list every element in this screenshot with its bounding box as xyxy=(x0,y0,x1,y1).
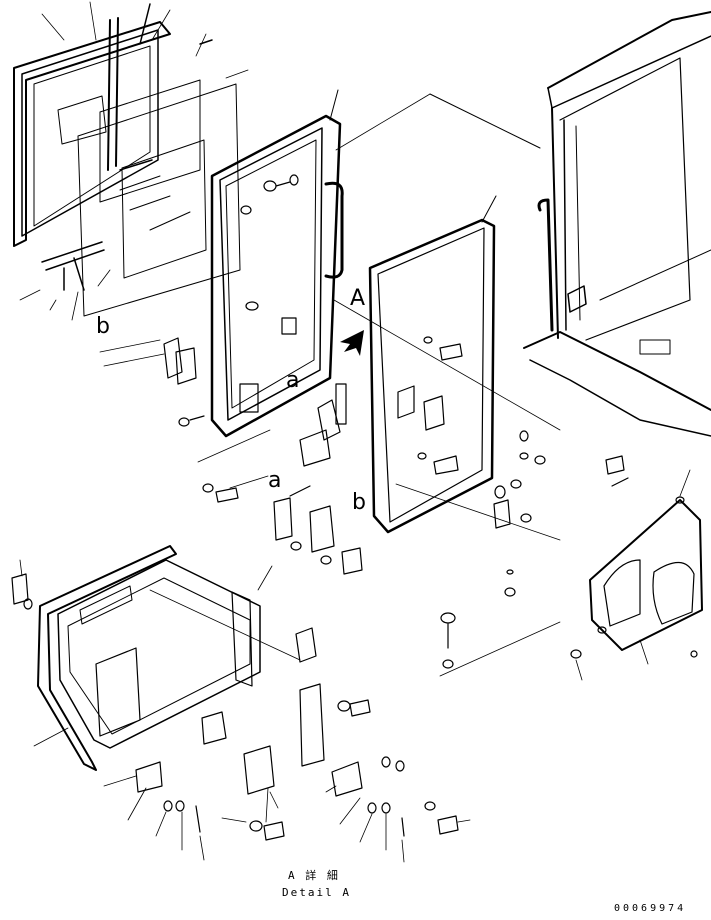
step-cover xyxy=(570,499,703,659)
door-bolts xyxy=(240,174,299,311)
caption-english: Detail A xyxy=(282,886,351,899)
view-a-callout-upper: a xyxy=(268,468,282,493)
glass-panels xyxy=(57,79,241,317)
door-hinges xyxy=(239,317,347,467)
right-fasteners xyxy=(440,430,685,669)
view-b-callout: b xyxy=(352,490,366,515)
mid-fasteners xyxy=(163,337,363,575)
main-door xyxy=(210,89,344,438)
view-a-callout-lower: a xyxy=(286,368,300,393)
detail-a-callout: A xyxy=(350,286,366,311)
left-window-frame xyxy=(13,17,171,247)
leader-lines-lower xyxy=(19,469,691,863)
detail-a-frame xyxy=(37,545,261,771)
view-b-callout-left: b xyxy=(96,314,110,339)
detail-a-parts xyxy=(11,573,459,841)
drawing-code: 00069974 xyxy=(614,903,687,914)
caption-japanese: A 詳 細 xyxy=(288,869,340,882)
leader-lines-upper-left xyxy=(19,1,249,321)
right-door-glass xyxy=(368,195,497,534)
reference-lines xyxy=(99,93,561,541)
cab-body xyxy=(429,11,711,437)
detail-a-arrow xyxy=(340,330,364,356)
window-strips xyxy=(41,3,213,291)
